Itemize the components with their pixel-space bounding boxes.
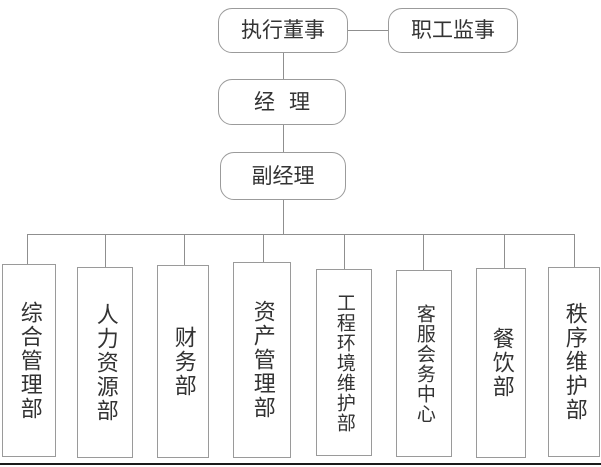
- department-label: 餐饮部: [488, 327, 514, 399]
- department-general-management[interactable]: 综合管理部: [2, 264, 56, 457]
- drop-line-asset-management: [263, 234, 264, 262]
- connector-deputy-stem: [283, 200, 284, 234]
- connector-manager-to-deputy: [283, 125, 284, 152]
- connector-director-to-supervisor: [348, 30, 388, 31]
- drop-line-general-management: [27, 234, 28, 264]
- drop-line-engineering-env-maintenance: [344, 234, 345, 269]
- department-label: 资产管理部: [249, 300, 275, 420]
- node-deputy-manager[interactable]: 副经理: [220, 152, 346, 200]
- department-asset-management[interactable]: 资产管理部: [233, 262, 291, 458]
- drop-line-finance: [184, 234, 185, 265]
- department-label: 综合管理部: [16, 300, 42, 421]
- connector-department-bus-bar: [27, 234, 574, 235]
- department-label: 工程环境维护部: [333, 292, 356, 433]
- node-label: 执行董事: [241, 18, 325, 42]
- node-employee-supervisor[interactable]: 职工监事: [388, 8, 518, 53]
- drop-line-catering: [504, 234, 505, 268]
- drop-line-human-resources: [105, 234, 106, 267]
- department-finance[interactable]: 财务部: [157, 265, 209, 458]
- department-human-resources[interactable]: 人力资源部: [77, 267, 133, 458]
- department-label: 秩序维护部: [561, 302, 587, 422]
- node-executive-director[interactable]: 执行董事: [218, 8, 348, 53]
- node-label: 职工监事: [411, 18, 495, 42]
- department-label: 人力资源部: [92, 302, 118, 423]
- node-label: 经理: [254, 89, 324, 114]
- department-order-maintenance[interactable]: 秩序维护部: [548, 267, 600, 457]
- department-label: 财务部: [170, 325, 196, 398]
- department-label: 客服会务中心: [413, 303, 436, 424]
- connector-director-to-manager: [283, 53, 284, 79]
- department-catering[interactable]: 餐饮部: [476, 268, 526, 458]
- node-manager[interactable]: 经理: [218, 79, 346, 125]
- node-label: 副经理: [251, 163, 315, 188]
- drop-line-order-maintenance: [574, 234, 575, 267]
- drop-line-customer-service-center: [423, 234, 424, 270]
- department-engineering-env-maintenance[interactable]: 工程环境维护部: [316, 269, 372, 456]
- bottom-divider-rule: [0, 463, 601, 465]
- department-customer-service-center[interactable]: 客服会务中心: [396, 270, 452, 457]
